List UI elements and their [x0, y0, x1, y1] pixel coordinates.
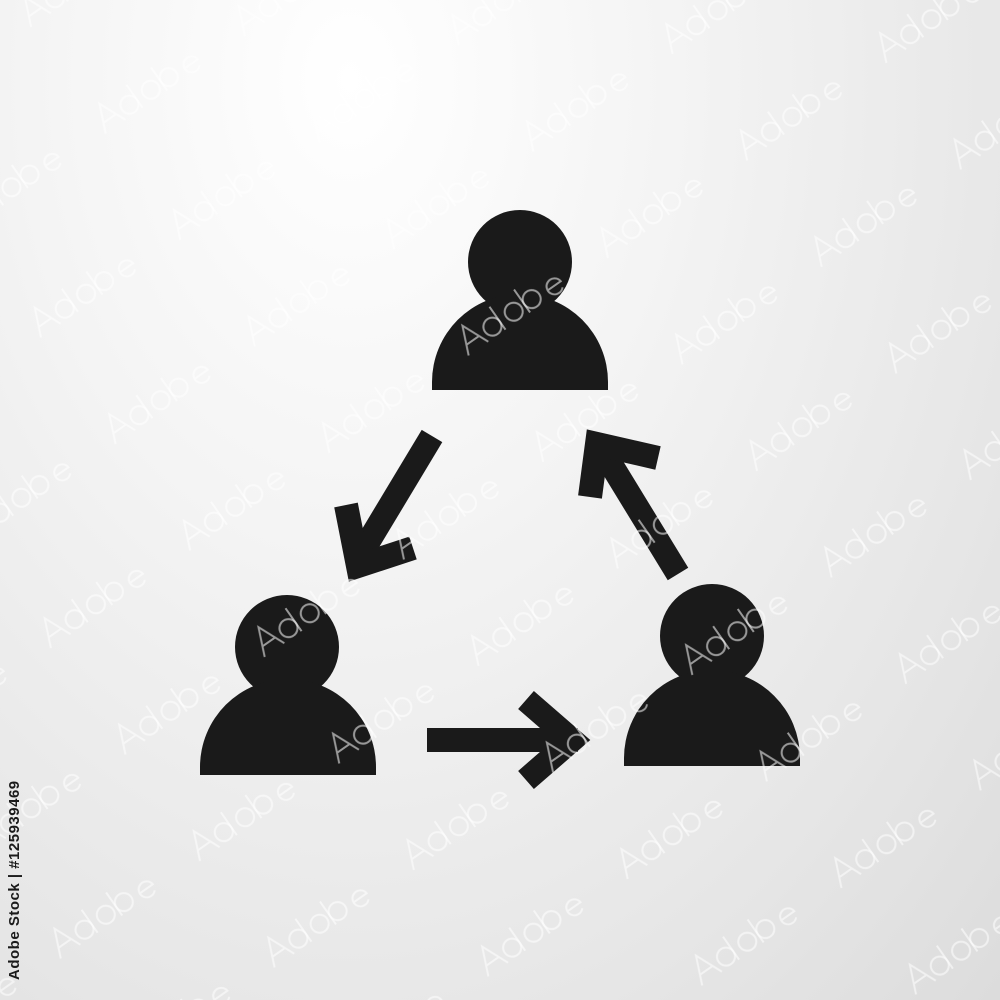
bottom-left-person-icon: [200, 595, 376, 775]
arrow-top-to-left-icon: [334, 429, 443, 582]
top-person-body: [432, 294, 608, 390]
top-person-icon: [432, 210, 608, 390]
arrow-left-to-right-icon: [427, 690, 591, 790]
bottom-left-person-body: [200, 679, 376, 775]
bottom-right-person-body: [624, 670, 800, 766]
arrow-right-to-top-icon: [578, 429, 689, 581]
bottom-right-person-icon: [624, 584, 800, 766]
